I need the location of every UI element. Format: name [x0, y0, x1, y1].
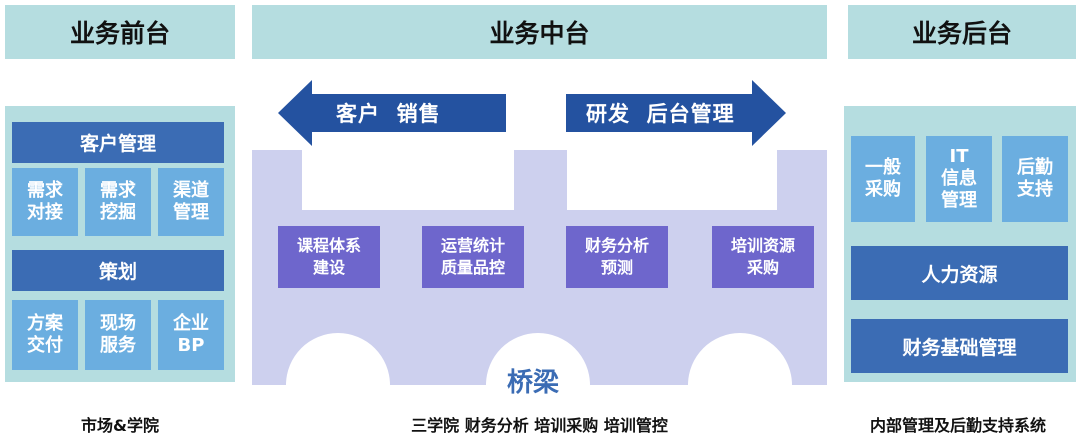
- finance-analysis-box: 财务分析 预测: [566, 226, 668, 288]
- front-row1-box: 渠道 管理: [158, 168, 224, 236]
- back-row1-box: IT 信息 管理: [926, 136, 992, 222]
- right-arrow-label: 研发 后台管理: [586, 102, 735, 126]
- bridge-label: 桥梁: [507, 368, 560, 398]
- back-caption: 内部管理及后勤支持系统: [869, 416, 1046, 435]
- front-caption: 市场&学院: [81, 416, 159, 435]
- middle-office-header: 业务中台: [252, 5, 827, 59]
- middle-caption: 三学院 财务分析 培训采购 培训管控: [411, 416, 668, 435]
- left-arrow: [278, 80, 506, 146]
- bridge-shape: [252, 150, 827, 385]
- front-row2-box: 企业 BP: [158, 300, 224, 370]
- right-arrow: [566, 80, 786, 146]
- front-row2-box: 方案 交付: [12, 300, 78, 370]
- customer-management-box: 客户管理: [12, 122, 224, 163]
- human-resources-box: 人力资源: [851, 246, 1068, 300]
- front-row1-box: 需求 对接: [12, 168, 78, 236]
- back-row1-box: 后勤 支持: [1002, 136, 1068, 222]
- front-office-header: 业务前台: [5, 5, 235, 59]
- left-arrow-label: 客户 销售: [336, 102, 441, 126]
- back-row1-box: 一般 采购: [851, 136, 915, 222]
- back-office-header: 业务后台: [848, 5, 1076, 59]
- finance-base-box: 财务基础管理: [851, 319, 1068, 373]
- course-system-box: 课程体系 建设: [278, 226, 380, 288]
- front-row2-box: 现场 服务: [85, 300, 151, 370]
- front-row1-box: 需求 挖掘: [85, 168, 151, 236]
- operations-quality-box: 运营统计 质量品控: [422, 226, 524, 288]
- planning-box: 策划: [12, 250, 224, 291]
- training-procurement-box: 培训资源 采购: [712, 226, 814, 288]
